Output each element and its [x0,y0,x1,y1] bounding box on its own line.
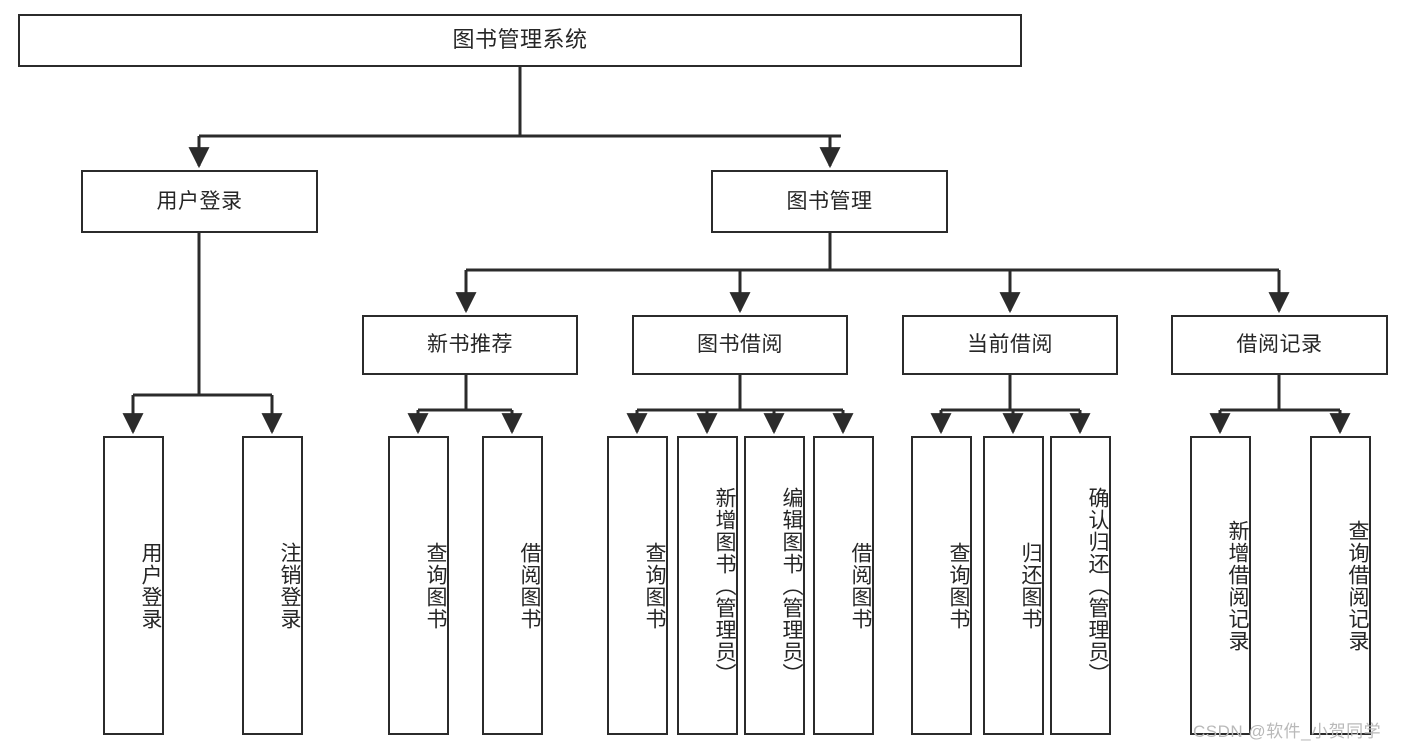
node-book-borrow[interactable]: 图书借阅 [632,315,848,375]
leaf-label: 查询图书 [947,541,970,630]
leaf-label: 新增图书（管理员） [713,486,736,685]
node-leaf-borrow-book-1[interactable]: 借阅图书 [482,436,543,735]
csdn-watermark: CSDN @软件_小贺同学 [1193,722,1382,741]
node-book-management[interactable]: 图书管理 [711,170,948,233]
leaf-label: 查询借阅记录 [1346,519,1369,652]
node-user-login[interactable]: 用户登录 [81,170,318,233]
leaf-label: 查询图书 [424,541,447,630]
leaf-label: 查询图书 [643,541,666,630]
leaf-label: 借阅图书 [518,541,541,630]
leaf-label: 确认归还（管理员） [1086,486,1109,685]
node-leaf-edit-book[interactable]: 编辑图书（管理员） [744,436,805,735]
leaf-label: 借阅图书 [849,541,872,630]
leaf-label: 编辑图书（管理员） [780,486,803,685]
node-borrow-record[interactable]: 借阅记录 [1171,315,1388,375]
node-leaf-user-login[interactable]: 用户登录 [103,436,164,735]
node-leaf-add-book[interactable]: 新增图书（管理员） [677,436,738,735]
node-leaf-query-book-2[interactable]: 查询图书 [607,436,668,735]
node-root-system[interactable]: 图书管理系统 [18,14,1022,67]
node-leaf-query-book-1[interactable]: 查询图书 [388,436,449,735]
node-leaf-query-borrow-record[interactable]: 查询借阅记录 [1310,436,1371,735]
node-leaf-return-book[interactable]: 归还图书 [983,436,1044,735]
node-current-borrow[interactable]: 当前借阅 [902,315,1118,375]
leaf-label: 注销登录 [278,541,301,630]
node-leaf-add-borrow-record[interactable]: 新增借阅记录 [1190,436,1251,735]
node-new-book-recommend[interactable]: 新书推荐 [362,315,578,375]
node-leaf-logout[interactable]: 注销登录 [242,436,303,735]
leaf-label: 新增借阅记录 [1226,519,1249,652]
node-leaf-borrow-book-2[interactable]: 借阅图书 [813,436,874,735]
node-leaf-confirm-return[interactable]: 确认归还（管理员） [1050,436,1111,735]
leaf-label: 用户登录 [139,541,162,630]
node-leaf-query-book-3[interactable]: 查询图书 [911,436,972,735]
leaf-label: 归还图书 [1019,541,1042,630]
